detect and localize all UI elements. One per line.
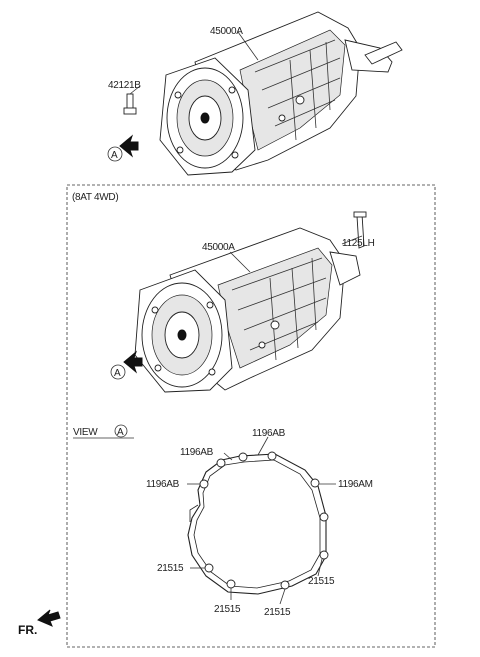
- bolt-hole-icon: [310, 478, 320, 488]
- bolt-hole-icon: [216, 458, 226, 468]
- leader-line: [341, 235, 363, 245]
- leader-line: [237, 31, 259, 61]
- top-view-marker: A: [111, 150, 118, 161]
- view-label-lower-right: 21515: [308, 576, 335, 587]
- bolt-label: 42121B: [108, 80, 141, 91]
- bolt-hole-icon: [199, 479, 209, 489]
- view-label-top: 1196AB: [252, 428, 286, 439]
- view-label-left: 1196AB: [146, 479, 180, 490]
- bolt-hole-icon: [226, 579, 236, 589]
- view-arrow-icon: [119, 134, 139, 158]
- bolt-hole-icon: [280, 580, 290, 590]
- view-label-right: 1196AM: [338, 479, 373, 490]
- top-part-label: 45000A: [210, 26, 243, 37]
- leader-line: [129, 85, 141, 95]
- view-label-bottom-left: 21515: [214, 604, 241, 615]
- top-transmission-illustration: [159, 11, 403, 176]
- leader-line: [279, 588, 286, 605]
- leader-line: [257, 436, 269, 456]
- view-heading-circle: [114, 424, 128, 438]
- view-marker-circle: [110, 364, 126, 380]
- bolt-icon: [123, 93, 137, 115]
- view-label-lower-left: 21515: [157, 563, 184, 574]
- view-marker-circle: [107, 146, 123, 162]
- bolt-hole-icon: [319, 512, 329, 522]
- variant-title: (8AT 4WD): [72, 192, 118, 203]
- variant-part-label: 45000A: [202, 242, 235, 253]
- leader-line: [223, 452, 233, 461]
- bracket-label: 1125LH: [342, 238, 375, 249]
- view-arrow-icon: [123, 350, 143, 374]
- view-heading: VIEW: [73, 427, 98, 438]
- variant-transmission-illustration: [134, 211, 367, 393]
- leader-line: [317, 558, 323, 577]
- bolt-hole-icon: [319, 550, 329, 560]
- view-label-bottom-right: 21515: [264, 607, 291, 618]
- variant-view-marker: A: [114, 368, 121, 379]
- bolt-hole-icon: [204, 563, 214, 573]
- front-arrow-icon: [37, 609, 61, 627]
- view-heading-marker: A: [117, 427, 124, 438]
- bolt-hole-icon: [238, 452, 248, 462]
- bolt-hole-icon: [267, 451, 277, 461]
- front-marker-label: FR.: [18, 623, 37, 637]
- housing-gasket-outline: [187, 453, 327, 595]
- view-label-upper-left: 1196AB: [180, 447, 214, 458]
- leader-line: [229, 251, 251, 273]
